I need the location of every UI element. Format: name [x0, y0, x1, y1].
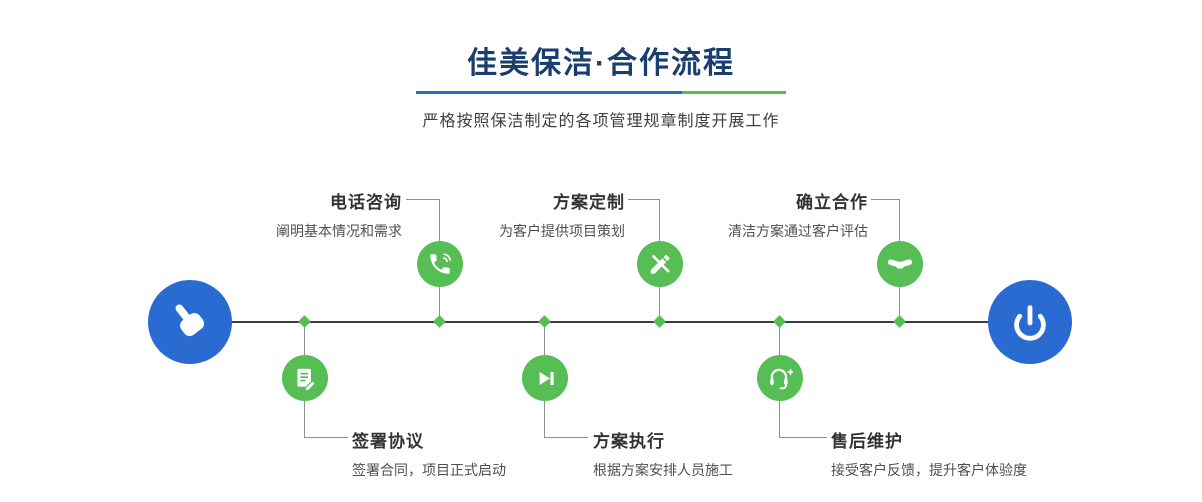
step-desc: 接受客户反馈，提升客户体验度 [831, 462, 1027, 478]
step-sign-agreement: 签署协议 签署合同，项目正式启动 [352, 427, 506, 480]
contract-icon [282, 355, 328, 401]
step-plan-execute: 方案执行 根据方案安排人员施工 [593, 427, 733, 480]
underline-green-segment [682, 91, 786, 94]
step-plan-custom: 方案定制 为客户提供项目策划 [499, 188, 625, 241]
step-title: 方案定制 [553, 193, 625, 212]
power-icon [988, 280, 1072, 364]
underline-blue-segment [416, 91, 683, 94]
phone-icon [417, 241, 463, 287]
step-establish-coop: 确立合作 清洁方案通过客户评估 [728, 188, 868, 241]
connector-line [304, 437, 348, 438]
page-title: 佳美保洁·合作流程 [467, 47, 735, 80]
step-title: 签署协议 [352, 432, 424, 451]
timeline-node-marker [773, 315, 786, 328]
timeline-node-marker [298, 315, 311, 328]
step-title: 电话咨询 [330, 193, 402, 212]
design-tools-icon [637, 241, 683, 287]
timeline-start-node [148, 280, 232, 364]
handshake-icon [877, 241, 923, 287]
hand-pointer-icon [167, 297, 213, 348]
step-desc: 清洁方案通过客户评估 [728, 223, 868, 239]
timeline-node-marker [893, 315, 906, 328]
page-header: 佳美保洁·合作流程 严格按照保洁制定的各项管理规章制度开展工作 [0, 46, 1202, 131]
timeline-line [190, 321, 1030, 323]
connector-line [779, 437, 827, 438]
connector-line [628, 199, 660, 200]
title-underline [416, 91, 786, 94]
step-desc: 根据方案安排人员施工 [593, 462, 733, 478]
connector-line [544, 437, 588, 438]
step-desc: 为客户提供项目策划 [499, 223, 625, 239]
step-title: 方案执行 [593, 432, 665, 451]
connector-line [871, 199, 900, 200]
headset-add-icon [757, 355, 803, 401]
play-next-icon [522, 355, 568, 401]
step-title: 售后维护 [831, 432, 903, 451]
timeline-node-marker [433, 315, 446, 328]
connector-line [406, 199, 440, 200]
step-after-sales: 售后维护 接受客户反馈，提升客户体验度 [831, 427, 1027, 480]
step-desc: 签署合同，项目正式启动 [352, 462, 506, 478]
step-title: 确立合作 [796, 193, 868, 212]
step-desc: 阐明基本情况和需求 [276, 223, 402, 239]
timeline-node-marker [538, 315, 551, 328]
step-phone-consult: 电话咨询 阐明基本情况和需求 [276, 188, 402, 241]
page-subtitle: 严格按照保洁制定的各项管理规章制度开展工作 [422, 113, 780, 130]
timeline-node-marker [653, 315, 666, 328]
